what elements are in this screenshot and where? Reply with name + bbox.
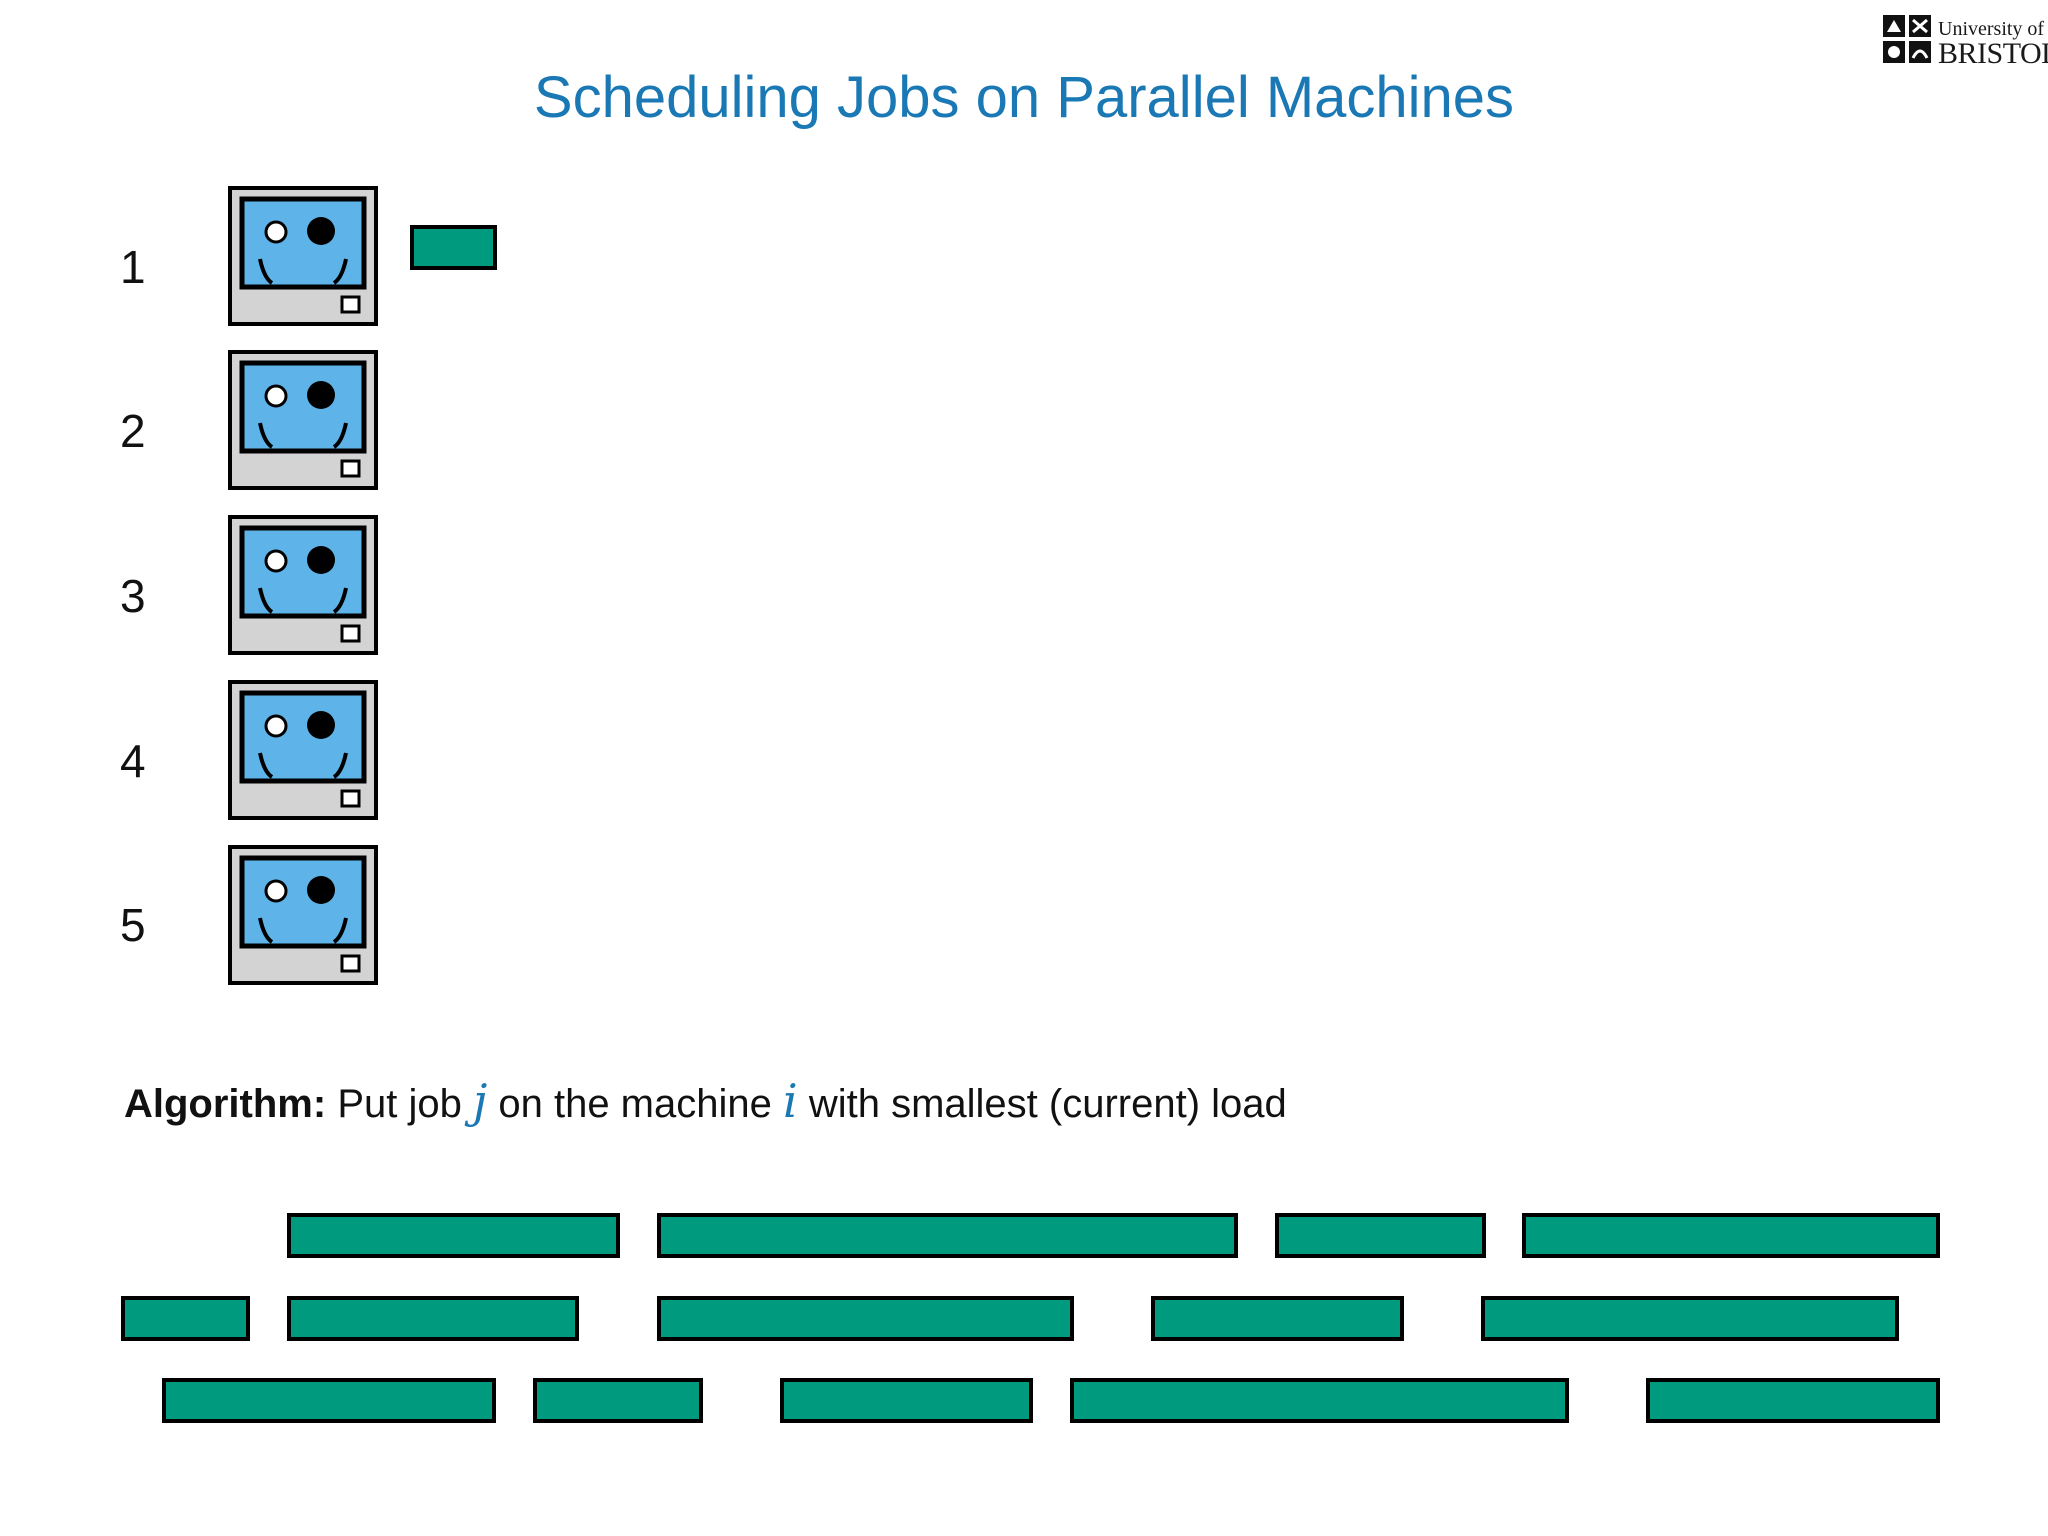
- job-block: [657, 1213, 1238, 1258]
- algorithm-text-3: with smallest (current) load: [808, 1082, 1287, 1126]
- logo-line2: BRISTOL: [1938, 37, 2048, 70]
- job-block: [1070, 1378, 1569, 1423]
- machine-number: 4: [120, 735, 146, 787]
- job-block: [533, 1378, 703, 1423]
- job-block: [1275, 1213, 1486, 1258]
- math-variable-i: i: [783, 1074, 798, 1128]
- computer-icon: [228, 680, 378, 820]
- job-block: [121, 1296, 250, 1341]
- computer-icon: [228, 845, 378, 985]
- page-title: Scheduling Jobs on Parallel Machines: [533, 65, 1515, 130]
- computer-icon: [228, 350, 378, 490]
- machine-number: 5: [120, 899, 146, 951]
- computer-icon: [228, 186, 378, 326]
- job-block: [162, 1378, 496, 1423]
- algorithm-heading: Algorithm:: [124, 1082, 327, 1126]
- logo-line1: University of: [1938, 18, 2045, 40]
- job-block: [287, 1296, 579, 1341]
- algorithm-statement: Algorithm: Put job j on the machine i wi…: [124, 1074, 1287, 1131]
- job-block: [287, 1213, 620, 1258]
- job-block: [1151, 1296, 1404, 1341]
- job-block: [1522, 1213, 1940, 1258]
- math-variable-j: j: [472, 1074, 488, 1128]
- job-block: [657, 1296, 1074, 1341]
- crest-icon: [1883, 15, 1931, 63]
- computer-icon: [228, 515, 378, 655]
- machine-number: 1: [120, 241, 146, 293]
- machine-number: 3: [120, 570, 146, 622]
- job-block: [1646, 1378, 1940, 1423]
- university-of-bristol-logo: University of BRISTOL: [1882, 14, 2048, 70]
- job-block: [1481, 1296, 1899, 1341]
- machine-number: 2: [120, 405, 146, 457]
- assigned-job-machine-1: [410, 225, 497, 270]
- algorithm-text-2: on the machine: [498, 1082, 772, 1126]
- job-block: [780, 1378, 1033, 1423]
- algorithm-text-1: Put job: [337, 1082, 462, 1126]
